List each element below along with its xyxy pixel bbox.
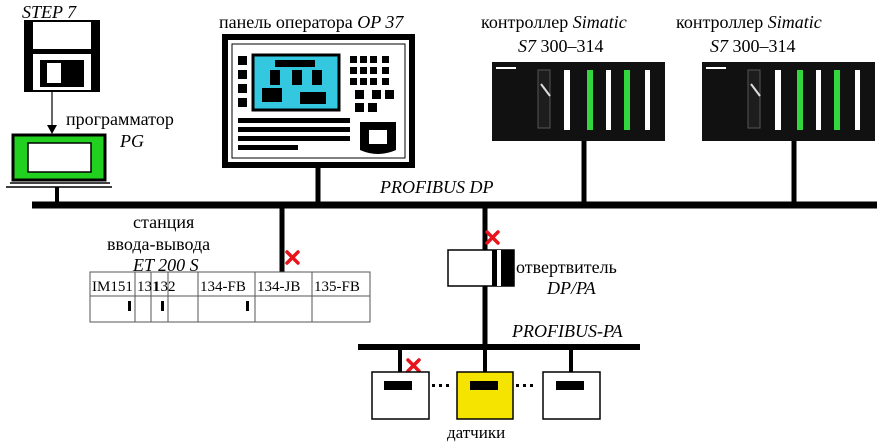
controller1-label-line1: контроллер Simatic <box>481 12 627 32</box>
coupler-label-line2: DP/PA <box>546 278 597 298</box>
programmer-laptop-icon <box>6 133 112 188</box>
station-label-line3: ET 200 S <box>132 255 199 275</box>
plc-controller-1-icon <box>492 62 665 141</box>
sensor-3-icon <box>542 371 601 420</box>
dp-pa-coupler-icon <box>447 249 515 287</box>
controller2-label-line2: S7 300–314 <box>710 36 796 56</box>
io-module-132: 132 <box>153 279 176 295</box>
profibus-pa-label: PROFIBUS-PA <box>511 321 624 341</box>
station-label-line1: станция <box>133 212 194 232</box>
ellipsis-dots <box>432 384 533 387</box>
programmer-label: программатор <box>66 109 174 129</box>
io-module-rack <box>89 271 371 323</box>
panel-label: панель оператора OP 37 <box>219 12 404 32</box>
io-module-im151: IM151 <box>92 279 133 295</box>
sensor-1-icon <box>371 371 430 420</box>
fault-x-icon <box>406 358 421 373</box>
floppy-disk-icon <box>24 20 100 92</box>
pg-label: PG <box>119 131 144 151</box>
arrow-head <box>47 125 57 134</box>
controller2-label-line1: контроллер Simatic <box>676 12 822 32</box>
sensor-2-icon <box>456 371 514 420</box>
operator-panel-icon <box>222 34 415 168</box>
io-module-134fb: 134-FB <box>200 279 246 295</box>
station-label-line2: ввода-вывода <box>107 234 210 254</box>
io-module-135fb: 135-FB <box>314 279 360 295</box>
profibus-dp-label: PROFIBUS DP <box>379 177 493 197</box>
sensors-label: датчики <box>447 423 505 442</box>
coupler-label-line1: отвертвитель <box>516 257 617 277</box>
io-module-134jb: 134-JB <box>257 279 300 295</box>
step7-label: STEP 7 <box>22 2 77 22</box>
fault-x-icon <box>285 250 300 265</box>
plc-controller-2-icon <box>702 62 875 141</box>
fault-x-icon <box>485 230 500 245</box>
controller1-label-line2: S7 300–314 <box>518 36 604 56</box>
io-module-131: 131 <box>137 279 160 295</box>
